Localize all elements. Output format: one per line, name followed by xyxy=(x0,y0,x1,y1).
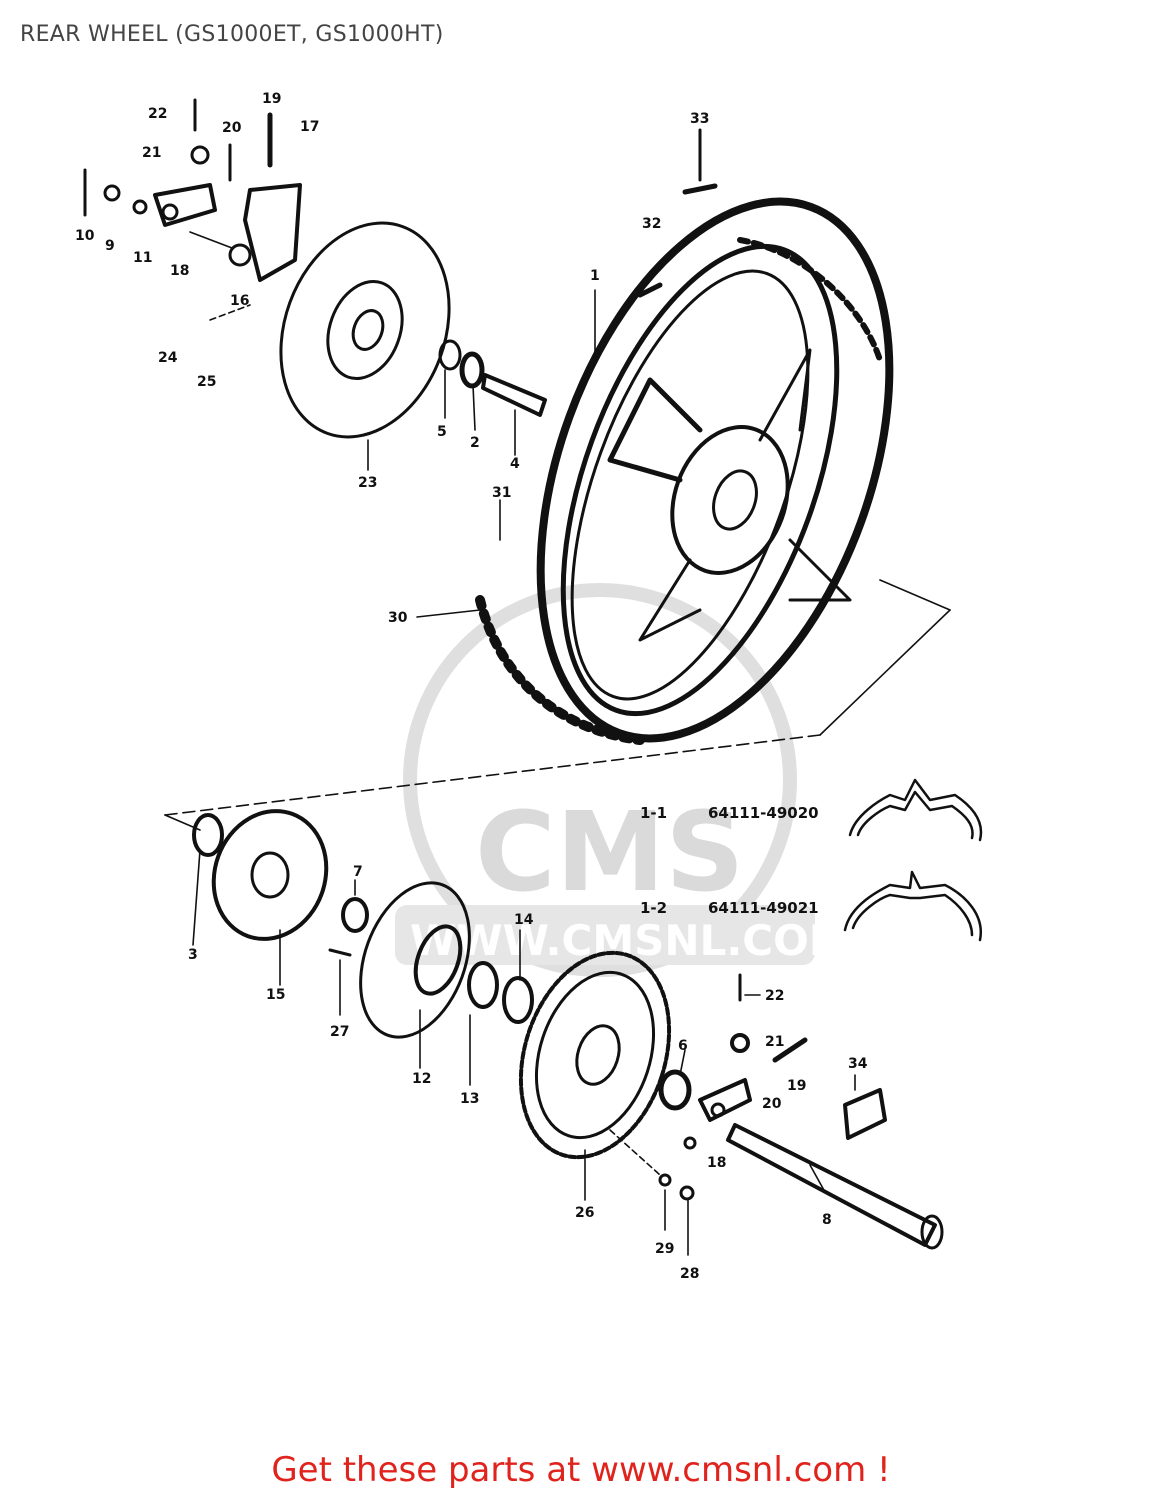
callout-label: 15 xyxy=(266,987,285,1003)
callout-label: 14 xyxy=(514,912,534,928)
callout-label: 23 xyxy=(358,475,377,491)
watermark-brand: CMS xyxy=(475,788,744,916)
rear-tire xyxy=(475,197,894,745)
callout-label: 26 xyxy=(575,1205,594,1221)
variant-1-1-part: 64111-49020 xyxy=(708,804,819,822)
brake-disc xyxy=(279,221,451,439)
callout-label: 12 xyxy=(412,1071,431,1087)
callout-label: 25 xyxy=(197,374,216,390)
page-title: REAR WHEEL (GS1000ET, GS1000HT) xyxy=(20,22,444,47)
callout-label: 19 xyxy=(787,1078,806,1094)
callout-label: 22 xyxy=(765,988,784,1004)
get-parts-link[interactable]: Get these parts at www.cmsnl.com ! xyxy=(271,1450,891,1490)
callout-label: 11 xyxy=(133,250,152,266)
callout-label: 6 xyxy=(678,1038,688,1054)
variant-1-2-drawing xyxy=(843,870,983,942)
variant-list: 1-1 64111-49020 1-2 64111-49021 xyxy=(640,804,819,917)
callout-label: 32 xyxy=(642,216,661,232)
callout-label: 10 xyxy=(75,228,95,244)
rear-axle xyxy=(658,973,944,1250)
callout-label: 9 xyxy=(105,238,115,254)
callout-label: 18 xyxy=(170,263,189,279)
callout-label: 2 xyxy=(470,435,480,451)
variant-1-2-part: 64111-49021 xyxy=(708,899,819,917)
callout-label: 27 xyxy=(330,1024,349,1040)
variant-1-2-code: 1-2 xyxy=(640,899,667,917)
callout-label: 19 xyxy=(262,91,281,107)
callout-label: 21 xyxy=(765,1034,784,1050)
callout-label: 7 xyxy=(353,864,363,880)
exploded-view xyxy=(83,98,983,1256)
callout-label: 17 xyxy=(300,119,319,135)
rear-sprocket xyxy=(518,950,672,1160)
callout-label: 5 xyxy=(437,424,447,440)
variant-1-1-drawing xyxy=(848,778,983,842)
sprocket-carrier xyxy=(328,881,534,1039)
callout-label: 20 xyxy=(222,120,242,136)
caliper-bracket xyxy=(83,98,302,282)
callout-label: 30 xyxy=(388,610,408,626)
wheel-hub xyxy=(607,348,852,642)
callout-label: 33 xyxy=(690,111,709,127)
callout-label: 24 xyxy=(158,350,178,366)
callout-label: 3 xyxy=(188,947,198,963)
leader-lines xyxy=(164,231,951,1256)
callout-label: 21 xyxy=(142,145,161,161)
callout-label: 29 xyxy=(655,1241,674,1257)
callout-label: 13 xyxy=(460,1091,479,1107)
callout-label: 1 xyxy=(590,268,600,284)
part-callouts: 2219202117109111816242533321524233130315… xyxy=(75,91,868,1282)
callout-label: 16 xyxy=(230,293,249,309)
variant-1-1-code: 1-1 xyxy=(640,804,667,822)
callout-label: 28 xyxy=(680,1266,699,1282)
axle-spacers xyxy=(438,128,718,417)
callout-label: 22 xyxy=(148,106,167,122)
callout-label: 31 xyxy=(492,485,511,501)
cmsnl-watermark: CMS WWW.CMSNL.COM xyxy=(395,583,851,977)
callout-label: 20 xyxy=(762,1096,782,1112)
callout-label: 34 xyxy=(848,1056,868,1072)
cush-drive xyxy=(192,809,329,941)
callout-label: 8 xyxy=(822,1212,832,1228)
callout-label: 18 xyxy=(707,1155,726,1171)
callout-label: 4 xyxy=(510,456,520,472)
